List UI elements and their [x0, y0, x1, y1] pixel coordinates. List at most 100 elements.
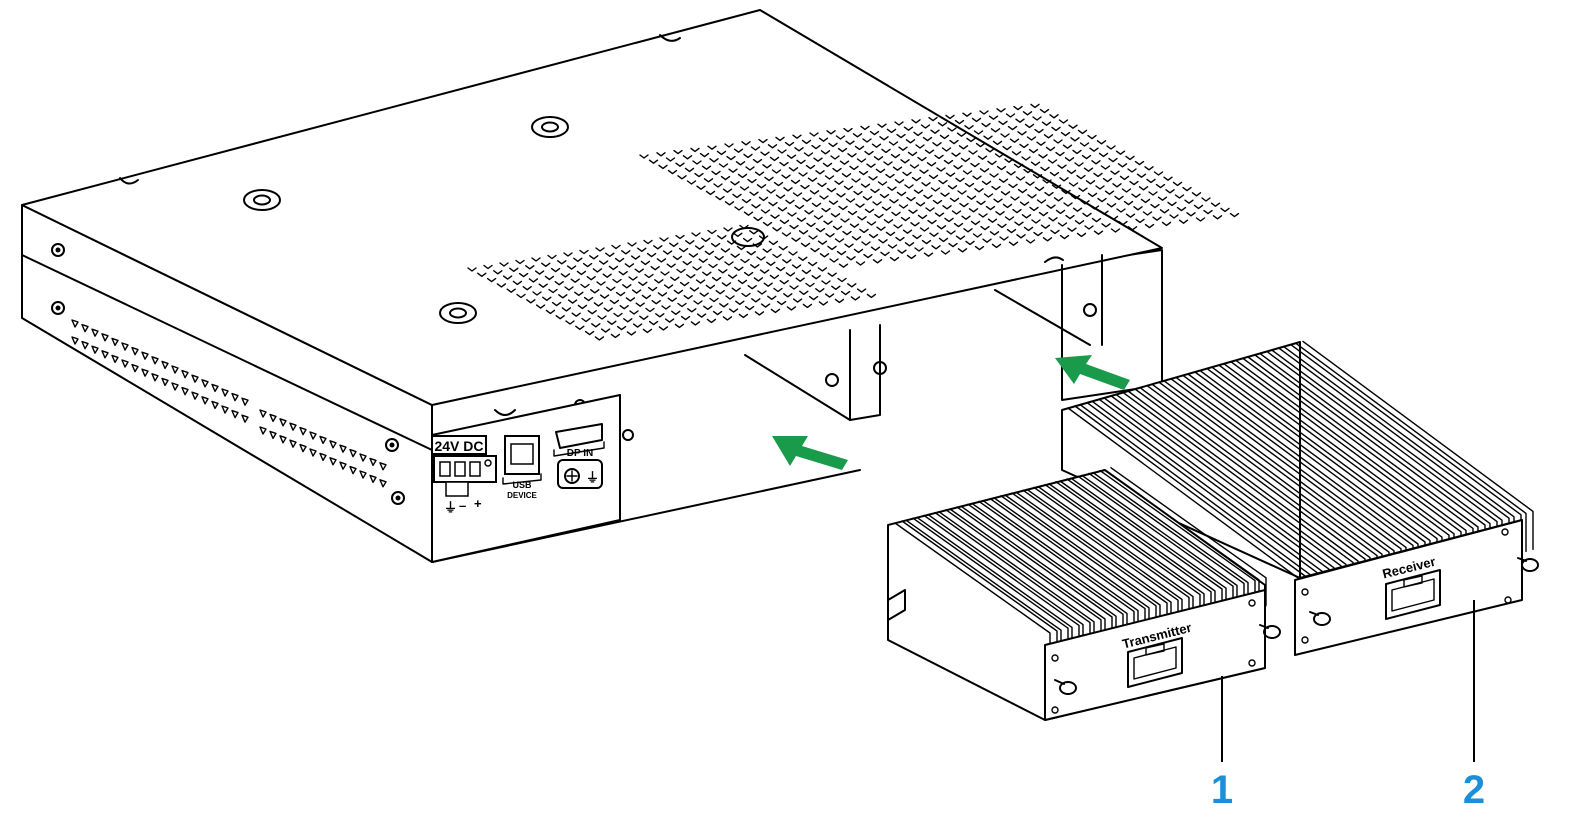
vent-slot — [677, 175, 687, 180]
vent-slot — [732, 193, 742, 199]
vent-slot — [544, 275, 555, 281]
vent-slot — [1098, 152, 1109, 158]
vent-slot — [692, 160, 702, 165]
vent-slot — [733, 232, 743, 237]
vent-slot — [1159, 209, 1170, 214]
side-vent — [181, 386, 189, 396]
vent-slot — [610, 333, 621, 339]
vent-slot — [863, 253, 873, 259]
vent-slot — [753, 277, 764, 282]
vent-slot — [922, 136, 933, 142]
vent-slot — [1066, 169, 1077, 175]
vent-slot — [587, 310, 597, 315]
vent-slot — [868, 233, 879, 239]
vent-slot — [719, 303, 729, 308]
side-vent — [241, 414, 249, 423]
vent-slot — [571, 312, 581, 317]
vent-slot — [829, 258, 839, 263]
vent-slot — [842, 230, 852, 236]
vent-slot — [651, 300, 661, 305]
vent-slot — [749, 230, 759, 235]
vent-slot — [1019, 201, 1030, 206]
vent-slot — [879, 193, 890, 199]
vent-slot — [667, 169, 678, 175]
vent-slot — [1053, 139, 1063, 144]
vent-slot — [584, 330, 595, 336]
vent-slot — [1064, 157, 1075, 162]
vent-slot — [690, 147, 700, 153]
vent-slot — [823, 220, 833, 225]
vent-slot — [1091, 160, 1101, 165]
vent-slot — [656, 258, 667, 263]
vent-slot — [1131, 193, 1141, 198]
vent-slot — [777, 207, 788, 212]
vent-slot — [996, 108, 1006, 113]
vent-slot — [817, 240, 828, 245]
side-vent — [71, 319, 79, 328]
vent-slot — [1038, 154, 1048, 159]
vent-slot — [775, 136, 785, 142]
vent-slot — [1129, 180, 1139, 186]
vent-slot — [673, 289, 684, 295]
side-screw — [51, 243, 65, 257]
vent-slot — [751, 204, 761, 209]
vent-slot — [987, 218, 998, 223]
side-screw — [385, 438, 399, 452]
vent-slot — [1142, 211, 1153, 216]
vent-slot — [789, 224, 799, 230]
vent-slot — [801, 269, 812, 275]
vent-slot — [932, 142, 942, 147]
vent-slot — [1026, 136, 1037, 141]
vent-slot — [852, 133, 863, 138]
vent-slot — [747, 178, 757, 184]
vent-slot — [650, 266, 660, 271]
vent-slot — [919, 227, 930, 232]
vent-slot — [612, 278, 622, 284]
vent-slot — [664, 318, 675, 323]
vent-slot — [687, 308, 697, 313]
vent-slot — [849, 223, 860, 228]
vent-slot — [911, 176, 922, 182]
vent-slot — [670, 276, 680, 281]
vent-slot — [522, 286, 532, 291]
vent-slot — [1072, 207, 1083, 212]
vent-slot — [639, 154, 649, 159]
vent-slot — [1055, 151, 1065, 157]
vent-slot — [1060, 131, 1071, 137]
vent-slot — [548, 288, 558, 294]
vent-slot — [509, 267, 519, 272]
vent-slot — [586, 276, 596, 281]
side-vent — [151, 356, 159, 365]
vent-slot — [928, 116, 938, 122]
vent-slot — [722, 188, 733, 193]
vent-slot — [721, 282, 732, 287]
vent-slot — [684, 167, 695, 173]
side-vent — [231, 409, 239, 419]
vent-slot — [769, 274, 780, 280]
vent-slot — [890, 153, 901, 159]
vent-slot — [843, 127, 853, 133]
vent-slot — [598, 260, 609, 265]
vent-slot — [909, 164, 920, 169]
vent-slot — [911, 119, 921, 124]
vent-slot — [989, 231, 1000, 236]
vent-slot — [483, 264, 493, 270]
vent-slot — [834, 298, 845, 304]
vent-slot — [657, 292, 668, 297]
vent-slot — [743, 153, 753, 159]
vent-slot — [905, 139, 916, 144]
vent-slot — [715, 195, 725, 201]
vent-slot — [1095, 185, 1105, 190]
vent-slot — [704, 250, 715, 256]
side-vent — [71, 336, 79, 345]
vent-slot — [792, 192, 803, 197]
vent-slot — [881, 206, 892, 211]
vent-slot — [981, 122, 991, 128]
vent-slot — [785, 272, 796, 277]
vent-slot — [925, 207, 935, 212]
vent-slot — [574, 291, 584, 296]
minus-terminal: – — [459, 498, 466, 513]
vent-slot — [953, 222, 964, 228]
vent-slot — [631, 289, 642, 294]
vent-slot — [862, 196, 873, 201]
